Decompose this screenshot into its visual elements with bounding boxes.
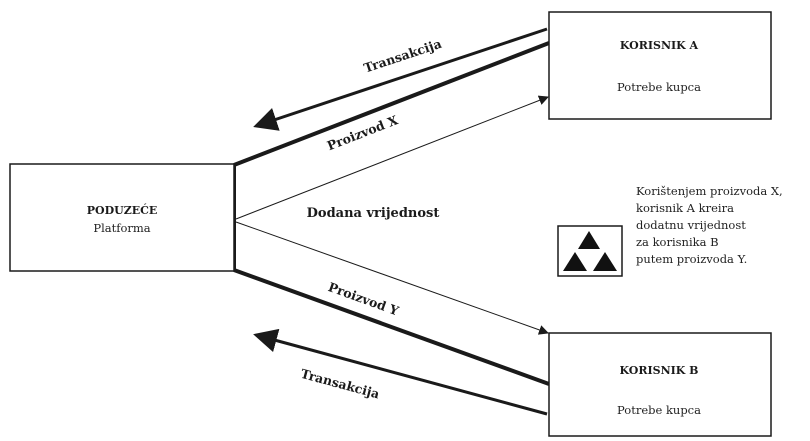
- company-title: PODUZEĆE: [87, 203, 158, 217]
- note-line: za korisnika B: [636, 235, 719, 249]
- transaction-arrow-b: [253, 328, 548, 416]
- note-line: putem proizvoda Y.: [636, 252, 747, 266]
- connector-to-user-b: [233, 268, 550, 386]
- note-line: Korištenjem proizvoda X,: [636, 184, 783, 198]
- transaction-label-a: Transakcija: [362, 36, 444, 76]
- note-line: dodatnu vrijednost: [636, 218, 746, 232]
- user-b-box: [548, 332, 772, 437]
- company-subtitle: Platforma: [93, 221, 150, 235]
- added-value-arrow-to-user-a: [235, 95, 549, 220]
- user-a-title: KORISNIK A: [620, 39, 699, 52]
- triangle-network-icon: [557, 225, 623, 277]
- product-y-label: Proizvod Y: [326, 279, 401, 319]
- company-box: [9, 163, 235, 272]
- transaction-arrow-a: [253, 27, 548, 131]
- note-line: korisnik A kreira: [636, 201, 734, 215]
- transaction-label-b: Transakcija: [299, 366, 381, 402]
- user-b-subtitle: Potrebe kupca: [617, 403, 701, 417]
- user-b-title: KORISNIK B: [620, 364, 699, 377]
- added-value-arrow-to-user-b: [235, 221, 549, 335]
- product-x-label: Proizvod X: [325, 112, 400, 153]
- user-a-subtitle: Potrebe kupca: [617, 80, 701, 94]
- added-value-label: Dodana vrijednost: [307, 206, 440, 221]
- explanation-note: Korištenjem proizvoda X, korisnik A krei…: [636, 184, 783, 266]
- connector-to-user-a: [233, 41, 550, 167]
- user-a-box: [548, 11, 772, 120]
